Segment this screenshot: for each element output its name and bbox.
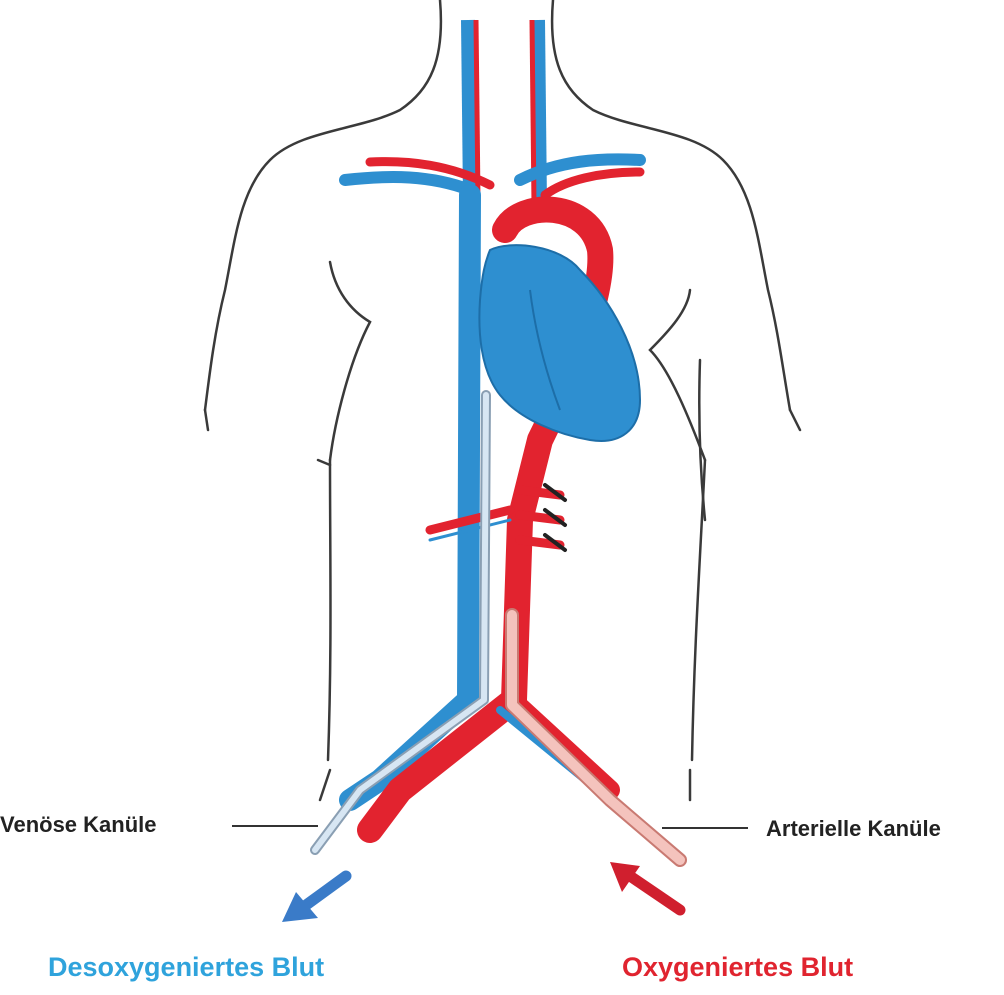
vena-cava [339,184,481,811]
subclavian-vessels [339,153,646,200]
deoxygenated-arrow [282,870,352,922]
oxygenated-arrow [610,862,686,916]
deoxygenated-blood-label: Desoxygeniertes Blut [48,952,325,982]
oxygenated-blood-label: Oxygeniertes Blut [622,952,854,982]
abdominal-branches [425,483,567,552]
heart [478,244,642,442]
venous-cannula [310,390,491,855]
arterial-cannula-label: Arterielle Kanüle [766,816,941,841]
venous-cannula-label: Venöse Kanüle [0,812,157,837]
body-outline [203,0,802,802]
jugular-vein [461,19,481,201]
arterial-cannula [505,608,687,867]
